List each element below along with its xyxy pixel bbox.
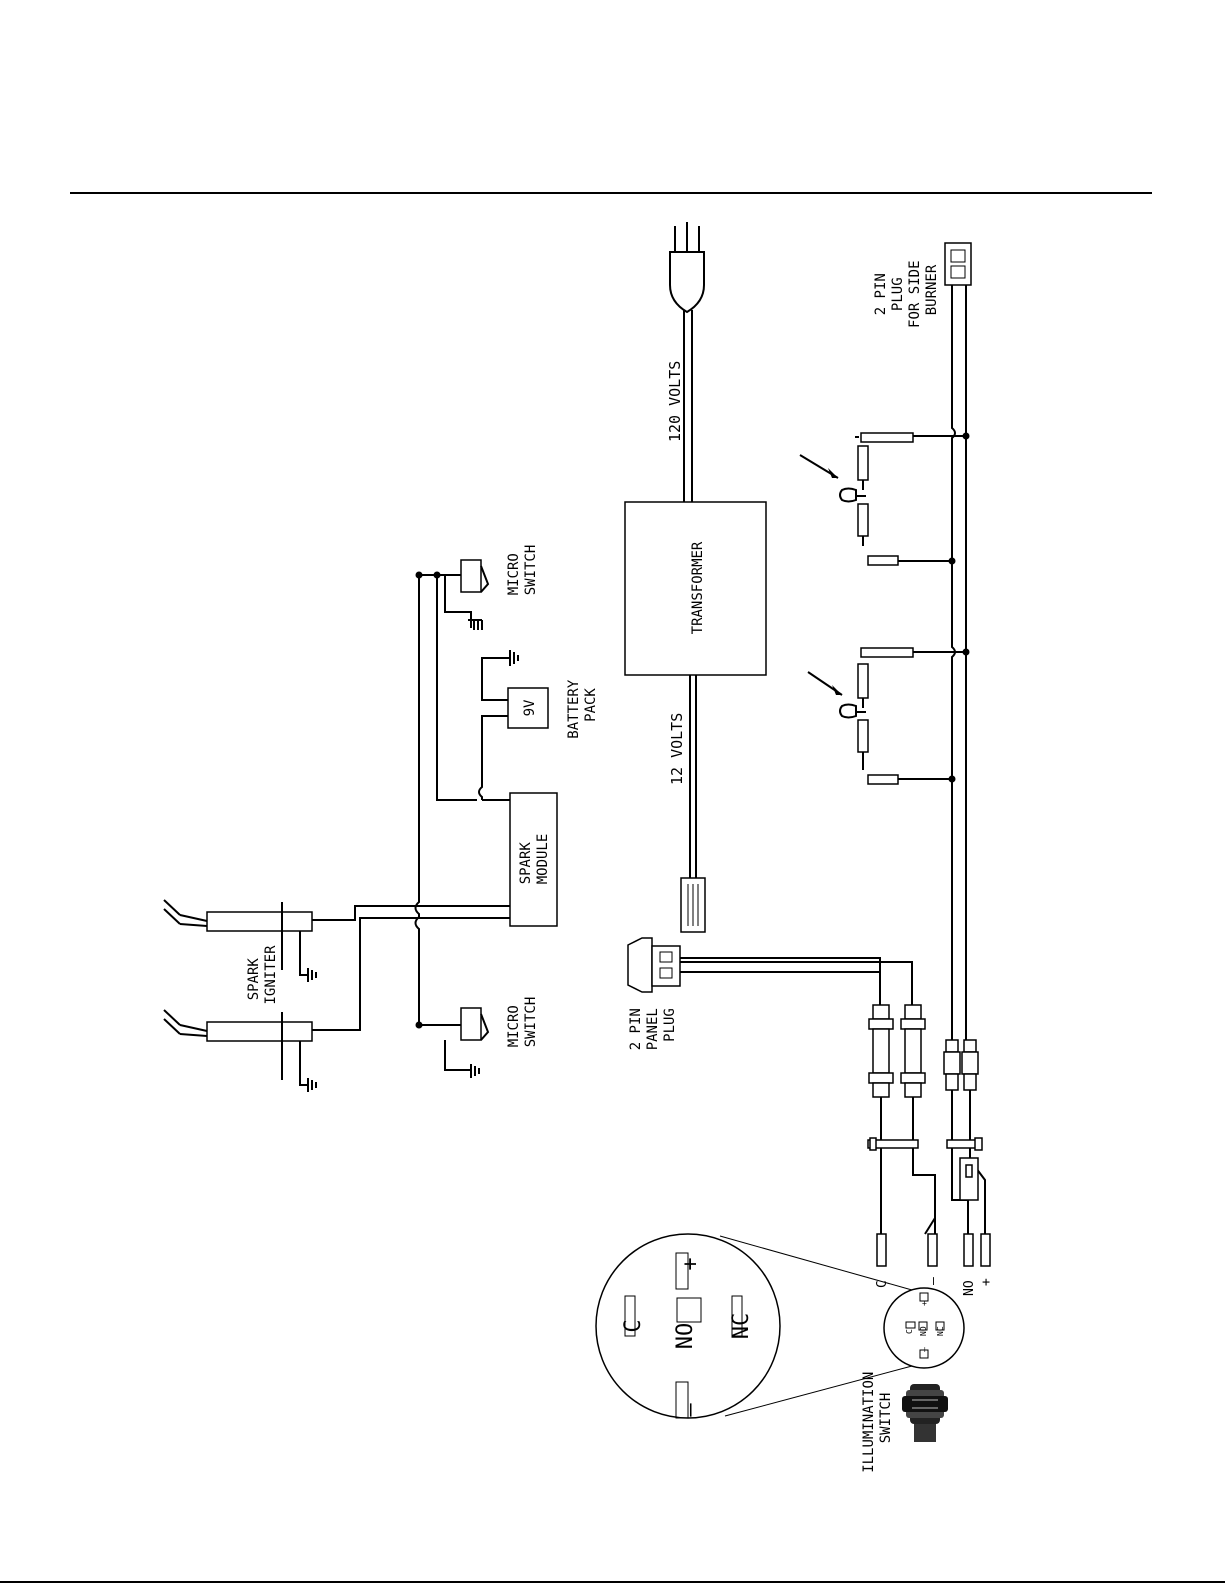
spark-igniter-1 (164, 900, 316, 982)
illumination-switch-detail: C NO NC + – (596, 1234, 780, 1418)
label-12-volts: 12 VOLTS (668, 713, 686, 785)
side-burner-plug (945, 243, 971, 285)
svg-text:NC: NC (729, 1313, 754, 1340)
svg-text:+: + (920, 1301, 929, 1306)
label-micro-switch-top: MICRO SWITCH (506, 545, 539, 596)
svg-text:TRANSFORMER: TRANSFORMER (690, 541, 706, 634)
svg-text:NC: NC (936, 1326, 945, 1336)
svg-text:–: – (920, 1347, 929, 1352)
terminal-label-no: NO (962, 1280, 977, 1296)
terminal-label-plus: + (979, 1278, 994, 1286)
inline-resistor (960, 1158, 978, 1200)
transformer: TRANSFORMER (625, 502, 766, 675)
svg-text:9V: 9V (522, 699, 538, 716)
label-120-volts: 120 VOLTS (666, 361, 684, 442)
svg-text:SPARK MODULE: SPARK MODULE (518, 834, 551, 885)
lamp-1 (800, 433, 966, 565)
label-micro-switch-bottom: MICRO SWITCH (506, 997, 539, 1048)
illumination-switch-body (902, 1384, 948, 1442)
svg-text:NO: NO (673, 1323, 698, 1350)
svg-text:–: – (678, 1403, 703, 1417)
svg-text:C: C (621, 1319, 646, 1332)
switch-terminals (877, 1234, 990, 1266)
terminal-label-minus: – (926, 1277, 941, 1285)
spark-module: SPARK MODULE (510, 793, 557, 926)
label-illumination-switch: ILLUMINATION SWITCH (861, 1363, 894, 1473)
micro-switch-bottom (419, 1008, 488, 1078)
panel-plug (628, 938, 680, 992)
harness-connector-pair (944, 1040, 978, 1090)
label-spark-igniter: SPARK IGNITER (246, 945, 279, 1005)
lamp-2 (808, 648, 966, 784)
svg-text:C: C (905, 1329, 914, 1334)
label-panel-plug: 2 PIN PANEL PLUG (628, 1000, 678, 1051)
svg-text:NO: NO (919, 1326, 928, 1336)
cable-tie-left (868, 1138, 918, 1150)
spark-igniter-2 (164, 1010, 316, 1092)
cable-tie-right (947, 1138, 982, 1150)
panel-connector-pair (869, 1005, 925, 1097)
label-side-burner-plug: 2 PIN PLUG FOR SIDE BURNER (873, 252, 940, 328)
transformer-12v-plug (681, 878, 705, 932)
illumination-switch-face: C NO NC + – (884, 1288, 964, 1368)
label-battery-pack: BATTERY PACK (566, 671, 599, 738)
svg-text:+: + (678, 1257, 703, 1270)
micro-switch-top (419, 560, 488, 630)
power-plug (670, 222, 704, 312)
battery-pack: 9V (479, 650, 548, 800)
